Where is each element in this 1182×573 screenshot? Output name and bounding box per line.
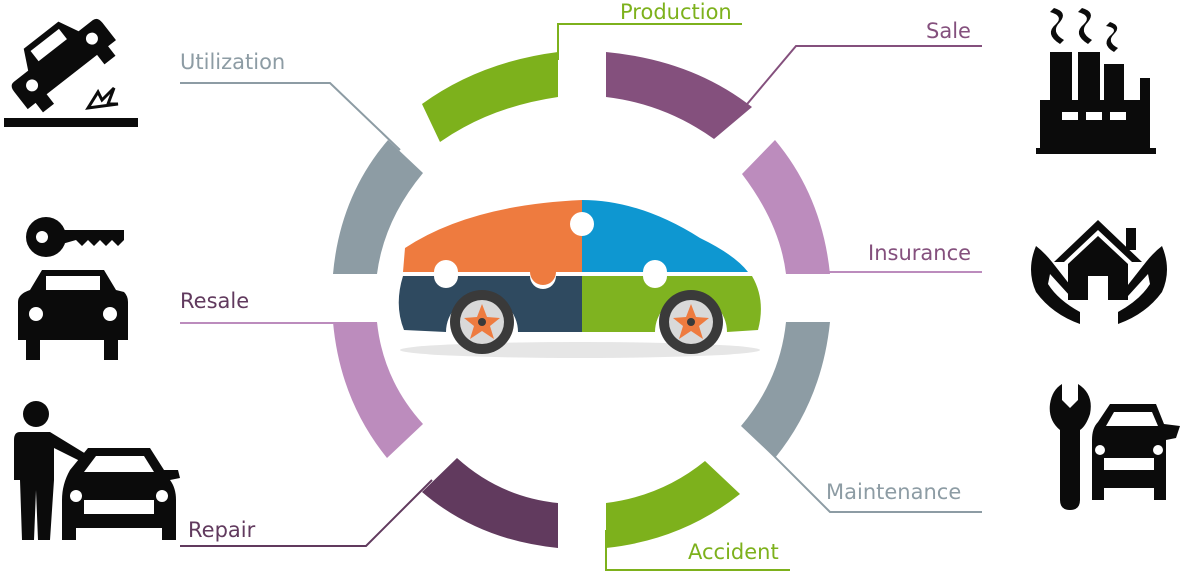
car-crash-icon xyxy=(4,18,138,127)
leader-line-sale xyxy=(731,45,982,123)
label-sale: Sale xyxy=(926,19,971,43)
lifecycle-ring xyxy=(333,52,830,548)
factory-icon xyxy=(1036,8,1156,154)
person-with-car-icon xyxy=(14,401,180,540)
label-maintenance: Maintenance xyxy=(826,480,961,504)
ring-segment-production xyxy=(422,52,558,142)
house-in-hands-icon xyxy=(1031,220,1167,324)
leader-lines xyxy=(180,23,982,571)
label-utilization: Utilization xyxy=(180,50,285,74)
label-resale: Resale xyxy=(180,289,249,313)
puzzle-car-icon xyxy=(398,200,761,358)
label-insurance: Insurance xyxy=(868,241,971,265)
front-wheel xyxy=(659,290,723,354)
stage-labels: Production Sale Insurance Maintenance Ac… xyxy=(180,0,971,564)
leader-line-utilization xyxy=(180,82,401,151)
wrench-car-icon xyxy=(1049,384,1180,510)
ring-segment-sale xyxy=(606,52,752,139)
leader-line-repair xyxy=(180,479,433,547)
ring-segment-repair xyxy=(422,458,558,548)
ring-segment-accident xyxy=(606,461,740,548)
ring-segment-resale xyxy=(333,322,423,458)
label-accident: Accident xyxy=(688,540,779,564)
leader-line-production xyxy=(557,23,742,60)
ring-segment-utilization xyxy=(333,140,423,274)
ring-segment-insurance xyxy=(742,140,830,274)
leader-line-accident xyxy=(605,530,790,571)
rear-wheel xyxy=(450,290,514,354)
leader-line-maintenance xyxy=(759,441,982,513)
ring-segment-maintenance xyxy=(741,322,830,458)
label-production: Production xyxy=(620,0,732,24)
label-repair: Repair xyxy=(188,518,256,542)
car-key-icon xyxy=(18,217,128,360)
